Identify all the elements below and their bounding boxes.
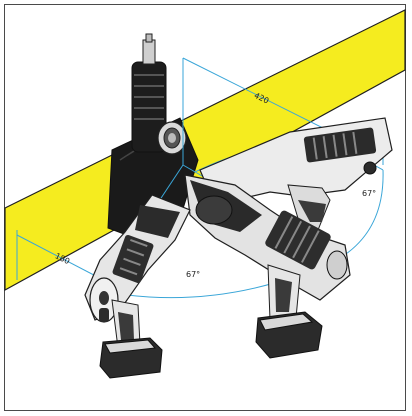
angle-label-bottom: 67°: [186, 270, 200, 279]
press-tool-icon: [84, 194, 191, 349]
press-tool-icon: [199, 117, 393, 231]
battery-icon: [99, 337, 163, 379]
battery-icon: [255, 311, 323, 359]
press-tool-icon: [184, 174, 351, 321]
angle-label-right: 67°: [362, 189, 376, 198]
pipe-icon: [4, 9, 406, 292]
figure-border: [4, 4, 406, 411]
